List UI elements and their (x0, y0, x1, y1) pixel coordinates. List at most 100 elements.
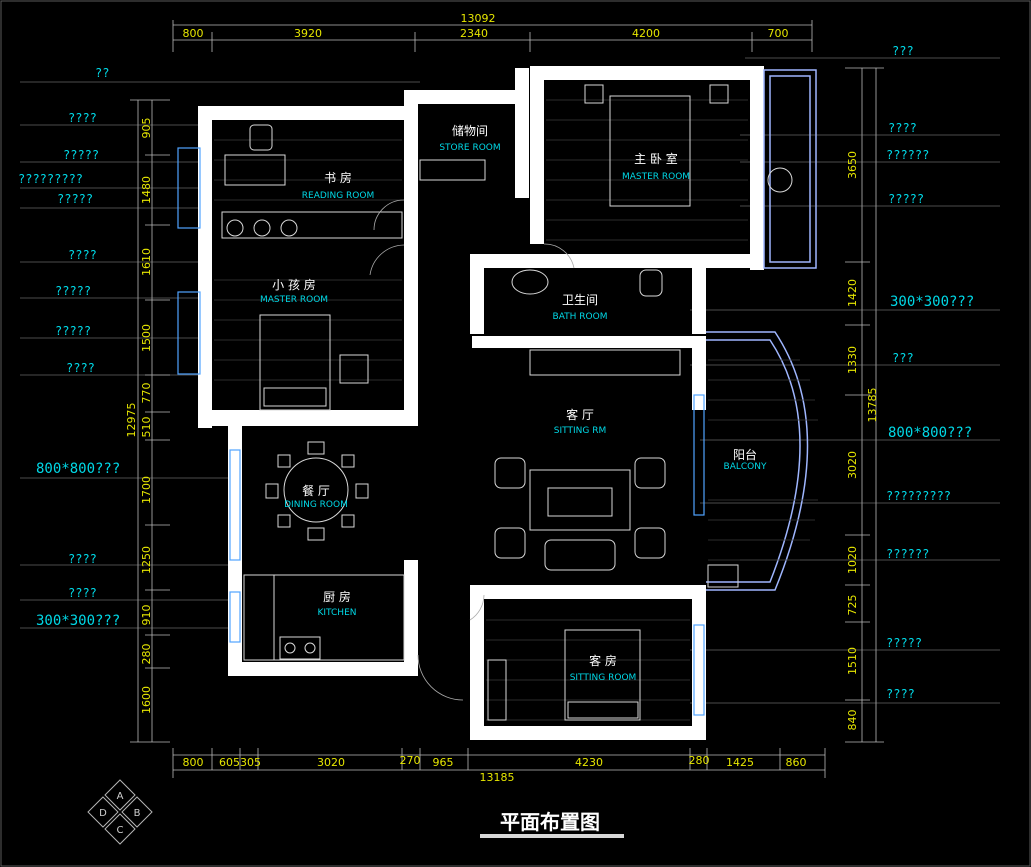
dim-bottom-3: 270 (400, 754, 421, 767)
note-left-10: ???? (68, 552, 97, 566)
dim-top-4: 700 (768, 27, 789, 40)
dim-left-4: 770 (140, 383, 153, 404)
dim-left-total: 12975 (125, 403, 138, 438)
room-sitting-en: SITTING RM (554, 426, 606, 436)
note-left-11: ???? (68, 586, 97, 600)
room-kitchen-cn: 厨 房 (323, 589, 351, 604)
floor-hatch (214, 99, 818, 721)
room-master-cn: 主 卧 室 (634, 151, 678, 166)
compass-a: A (117, 791, 124, 802)
dim-top-0: 800 (183, 27, 204, 40)
note-right-5: ??? (892, 351, 914, 365)
dim-top-3: 4200 (632, 27, 660, 40)
dim-bottom-2: 3020 (317, 756, 345, 769)
note-right-4: 300*300??? (890, 294, 974, 310)
right-dimension-lines (845, 67, 884, 743)
note-left-7: ????? (55, 324, 91, 338)
room-bath-en: BATH ROOM (553, 312, 608, 322)
room-kids-cn: 小 孩 房 (272, 277, 316, 292)
compass-c: C (117, 825, 124, 836)
room-reading-cn: 书 房 (324, 170, 352, 185)
note-left-0: ?? (95, 66, 109, 80)
note-right-9: ????? (886, 636, 922, 650)
dim-left-9: 280 (140, 644, 153, 665)
dim-left-1: 1480 (140, 176, 153, 204)
dim-right-4: 1020 (846, 546, 859, 574)
left-leader-lines (20, 81, 420, 629)
dim-right-total: 13785 (866, 388, 879, 423)
dim-left-8: 910 (140, 605, 153, 626)
right-annotations: ??? ???? ?????? ????? 300*300??? ??? 800… (886, 44, 974, 701)
dim-left-6: 1700 (140, 476, 153, 504)
dim-bottom-0: 800 (183, 756, 204, 769)
room-balcony-cn: 阳台 (733, 447, 757, 462)
note-right-1: ???? (888, 121, 917, 135)
room-guest-cn: 客 房 (589, 653, 617, 668)
dim-top-2: 2340 (460, 27, 488, 40)
dim-bottom-8: 860 (786, 756, 807, 769)
note-right-0: ??? (892, 44, 914, 58)
note-left-1: ???? (68, 111, 97, 125)
dim-right-0: 3650 (846, 151, 859, 179)
dim-left-0: 905 (140, 118, 153, 139)
dim-right-3: 3020 (846, 451, 859, 479)
dim-bottom-7: 1425 (726, 756, 754, 769)
left-annotations: ?? ???? ????? ????????? ????? ???? ?????… (18, 66, 120, 629)
dim-left-2: 1610 (140, 248, 153, 276)
note-left-5: ???? (68, 248, 97, 262)
note-left-8: ???? (66, 361, 95, 375)
dim-left-5: 510 (140, 417, 153, 438)
dim-right-2: 1330 (846, 346, 859, 374)
room-kids-en: MASTER ROOM (260, 295, 328, 305)
note-left-9: 800*800??? (36, 461, 120, 477)
dim-left-7: 1250 (140, 546, 153, 574)
room-reading-en: READING ROOM (302, 191, 374, 201)
dim-right-5: 725 (846, 595, 859, 616)
top-dimension-lines (172, 20, 813, 52)
note-left-6: ????? (55, 284, 91, 298)
door-swings (369, 199, 575, 701)
room-labels: 书 房 READING ROOM 储物间 STORE ROOM 主 卧 室 MA… (260, 123, 767, 683)
dim-bottom-1: 605305 (219, 756, 261, 769)
room-bath-cn: 卫生间 (562, 293, 598, 307)
dim-bottom-5: 4230 (575, 756, 603, 769)
dim-left-3: 1500 (140, 324, 153, 352)
room-dining-cn: 餐 厅 (302, 483, 330, 498)
right-dim-texts: 3650 1420 1330 3020 1020 725 1510 840 13… (846, 151, 879, 731)
note-right-7: ????????? (886, 489, 951, 503)
balcony-outline (706, 69, 817, 591)
note-right-8: ?????? (886, 547, 929, 561)
room-sitting-cn: 客 厅 (566, 407, 594, 422)
dim-bottom-total: 13185 (480, 771, 515, 784)
note-left-3: ????????? (18, 172, 83, 186)
title-underline (480, 834, 624, 838)
right-leader-lines (690, 57, 1000, 704)
note-left-12: 300*300??? (36, 613, 120, 629)
note-right-2: ?????? (886, 148, 929, 162)
furniture (221, 84, 793, 721)
drawing-title: 平面布置图 (500, 810, 600, 834)
note-right-3: ????? (888, 192, 924, 206)
room-kitchen-en: KITCHEN (318, 608, 357, 618)
note-left-2: ????? (63, 148, 99, 162)
room-store-en: STORE ROOM (439, 143, 500, 153)
walls (198, 66, 764, 740)
dim-bottom-6: 280 (689, 754, 710, 767)
compass-d: D (99, 808, 107, 819)
room-store-cn: 储物间 (452, 123, 488, 138)
note-right-10: ???? (886, 687, 915, 701)
dim-right-6: 1510 (846, 647, 859, 675)
bottom-dimension-lines (172, 748, 826, 778)
dim-right-1: 1420 (846, 279, 859, 307)
room-master-en: MASTER ROOM (622, 172, 690, 182)
dim-bottom-4: 965 (433, 756, 454, 769)
dim-top-1: 3920 (294, 27, 322, 40)
dim-top-total: 13092 (461, 12, 496, 25)
dim-left-10: 1600 (140, 686, 153, 714)
left-dim-texts: 905 1480 1610 1500 770 510 1700 1250 910… (125, 118, 153, 715)
note-left-4: ????? (57, 192, 93, 206)
windows (177, 147, 705, 716)
